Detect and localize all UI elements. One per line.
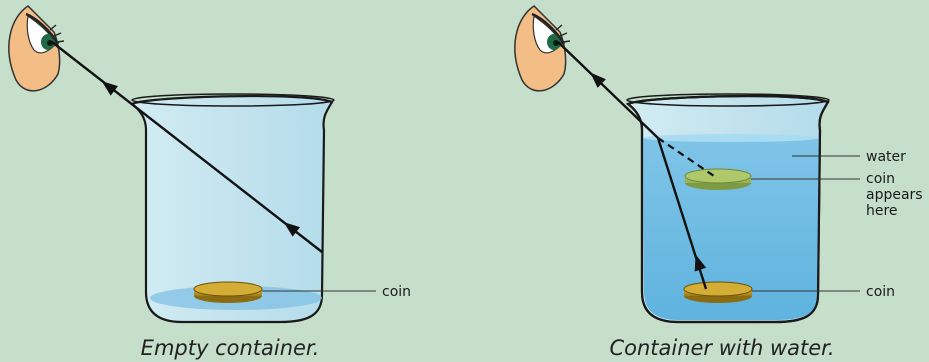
coin-icon xyxy=(684,282,752,303)
coin-appears-label: coin appears here xyxy=(866,171,927,219)
caption-right: Container with water. xyxy=(609,336,834,360)
coin-icon xyxy=(194,282,262,303)
caption-left: Empty container. xyxy=(141,336,320,360)
coin-appears-line-1: coin xyxy=(866,171,895,187)
water-label: water xyxy=(866,149,906,165)
eye-icon xyxy=(9,6,64,91)
coin-label-right: coin xyxy=(866,284,895,300)
eye-icon xyxy=(515,6,570,91)
coin-image-icon xyxy=(685,169,751,190)
coin-appears-line-3: here xyxy=(866,203,898,219)
panel-container-with-water: water coin appears here coin Container w… xyxy=(515,6,927,360)
coin-label-left: coin xyxy=(382,284,411,300)
coin-appears-line-2: appears xyxy=(866,187,923,203)
panel-empty-container: coin Empty container. xyxy=(9,6,411,360)
